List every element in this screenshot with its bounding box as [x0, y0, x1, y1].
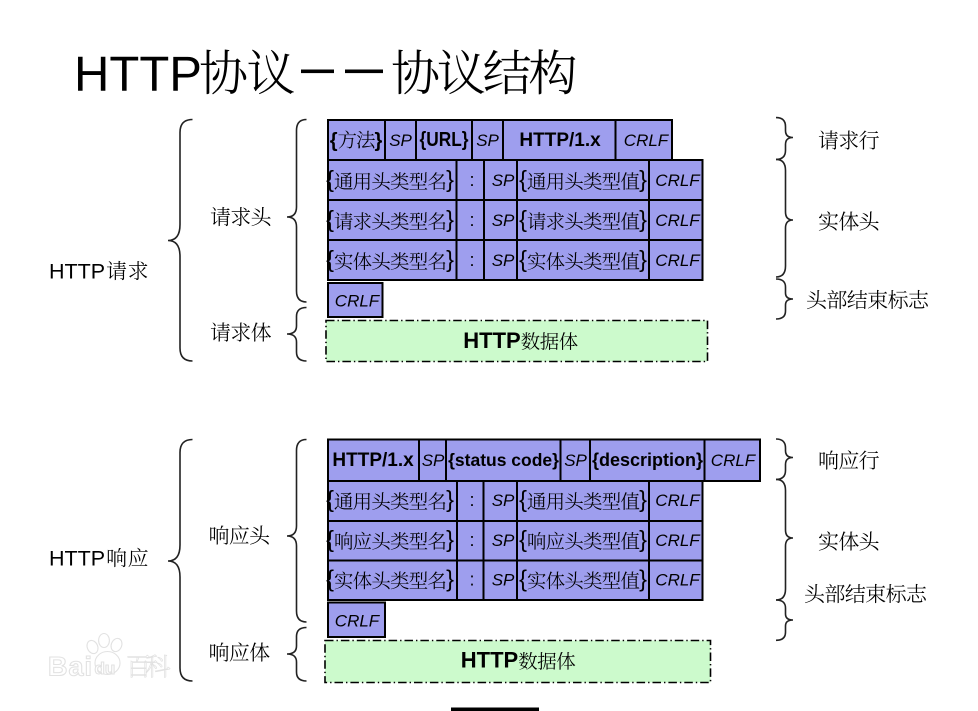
- svg-text:HTTP: HTTP: [461, 648, 518, 673]
- svg-text:SP: SP: [492, 531, 515, 550]
- svg-text:{description}: {description}: [592, 450, 703, 470]
- svg-text:}: }: [446, 566, 454, 592]
- svg-text:{URL}: {URL}: [420, 129, 469, 151]
- svg-text:}: }: [639, 526, 647, 552]
- svg-text:CRLF: CRLF: [711, 451, 757, 470]
- svg-text:HTTP/1.x: HTTP/1.x: [519, 130, 601, 151]
- svg-text:SP: SP: [492, 171, 515, 190]
- svg-text::: :: [470, 570, 475, 590]
- svg-text:SP: SP: [492, 251, 515, 270]
- svg-text:du: du: [95, 659, 116, 678]
- svg-text:}: }: [446, 486, 454, 512]
- svg-text:CRLF: CRLF: [655, 531, 701, 550]
- svg-text:{: {: [519, 166, 527, 192]
- svg-text::: :: [470, 170, 475, 190]
- svg-text:}: }: [639, 566, 647, 592]
- svg-text:}: }: [639, 486, 647, 512]
- svg-text:SP: SP: [389, 131, 412, 150]
- svg-text:{status code}: {status code}: [448, 450, 559, 470]
- svg-text:{: {: [326, 206, 334, 232]
- svg-text:SP: SP: [492, 211, 515, 230]
- svg-text:CRLF: CRLF: [335, 292, 381, 311]
- svg-text:}: }: [446, 246, 454, 272]
- svg-text:CRLF: CRLF: [655, 491, 701, 510]
- svg-text:HTTP: HTTP: [49, 547, 105, 571]
- svg-text:{: {: [519, 486, 527, 512]
- svg-text::: :: [470, 250, 475, 270]
- svg-text:}: }: [446, 166, 454, 192]
- svg-text:}: }: [639, 206, 647, 232]
- svg-text:HTTP: HTTP: [463, 328, 520, 353]
- svg-text:{: {: [326, 246, 334, 272]
- svg-text::: :: [470, 210, 475, 230]
- svg-text:SP: SP: [476, 131, 499, 150]
- svg-text:SP: SP: [492, 571, 515, 590]
- svg-text:Bai: Bai: [48, 652, 93, 682]
- svg-text:{: {: [519, 246, 527, 272]
- svg-text:}: }: [639, 246, 647, 272]
- svg-text:HTTP: HTTP: [49, 260, 105, 284]
- svg-text:{: {: [519, 206, 527, 232]
- svg-text:CRLF: CRLF: [655, 211, 701, 230]
- svg-text:SP: SP: [422, 451, 445, 470]
- svg-text:{: {: [330, 130, 338, 152]
- svg-text:{: {: [519, 526, 527, 552]
- svg-text:}: }: [375, 130, 383, 152]
- svg-text:{: {: [326, 566, 334, 592]
- svg-text::: :: [470, 490, 475, 510]
- svg-text:CRLF: CRLF: [335, 611, 381, 630]
- svg-text:}: }: [639, 166, 647, 192]
- svg-text:HTTP: HTTP: [74, 48, 202, 102]
- svg-text:{: {: [519, 566, 527, 592]
- svg-text:}: }: [446, 206, 454, 232]
- svg-text:}: }: [446, 526, 454, 552]
- svg-text:{: {: [326, 486, 334, 512]
- svg-text:{: {: [326, 526, 334, 552]
- svg-text:CRLF: CRLF: [655, 251, 701, 270]
- svg-text:CRLF: CRLF: [624, 131, 670, 150]
- svg-text:SP: SP: [564, 451, 587, 470]
- svg-text:CRLF: CRLF: [655, 171, 701, 190]
- svg-text::: :: [470, 530, 475, 550]
- svg-text:HTTP/1.x: HTTP/1.x: [332, 450, 414, 471]
- svg-text:CRLF: CRLF: [655, 571, 701, 590]
- svg-text:SP: SP: [492, 491, 515, 510]
- svg-text:{: {: [326, 166, 334, 192]
